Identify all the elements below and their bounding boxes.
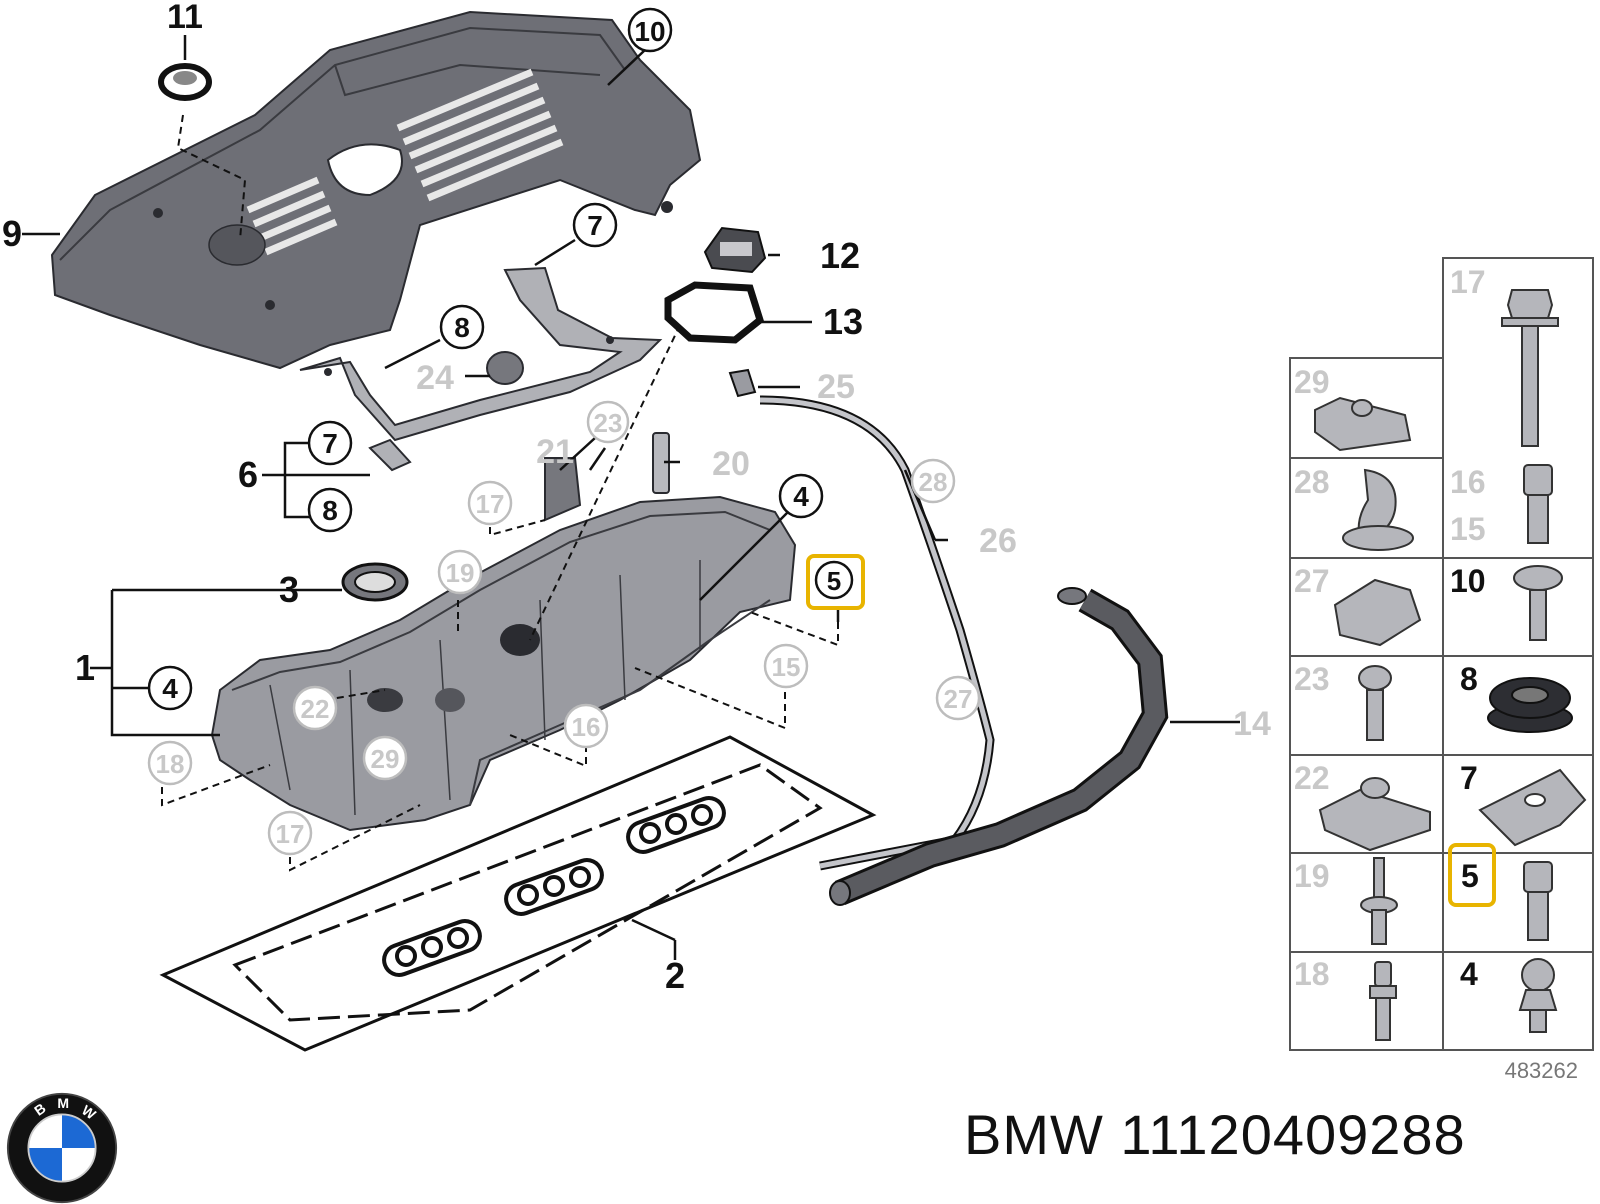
callout-5: 5 (827, 566, 841, 596)
callout-18: 18 (156, 749, 185, 779)
callout-1: 1 (75, 647, 95, 688)
ball-stud-4 (1518, 958, 1558, 1033)
callout-17-upper: 17 (476, 489, 505, 519)
callout-6: 6 (238, 454, 258, 495)
grid-label-7: 7 (1460, 760, 1478, 796)
cap-seal-part-13 (664, 281, 765, 344)
callout-16: 16 (572, 712, 601, 742)
callout-12: 12 (820, 235, 860, 276)
grid-label-5: 5 (1461, 858, 1479, 894)
highlight-grid-5 (1448, 843, 1496, 907)
callout-14: 14 (1233, 705, 1271, 743)
grid-label-23: 23 (1294, 661, 1330, 697)
mounting-bracket (299, 266, 663, 472)
bracket-clip-7 (1478, 768, 1587, 847)
grid-label-8: 8 (1460, 661, 1478, 697)
grid-label-15: 15 (1450, 511, 1486, 547)
leader-lines (22, 35, 1240, 960)
engine-cover (50, 10, 702, 370)
callout-4-left: 4 (162, 673, 178, 704)
stud-5 (1523, 861, 1553, 941)
callout-28: 28 (919, 467, 948, 497)
callout-2: 2 (665, 955, 685, 996)
callout-9: 9 (2, 213, 22, 254)
callout-3: 3 (279, 569, 299, 610)
clip-nut-22 (1318, 777, 1431, 852)
grid-label-4: 4 (1460, 956, 1478, 992)
grid-label-27: 27 (1294, 563, 1330, 599)
clip-27 (1333, 578, 1422, 647)
oil-filler-cap-part-12 (703, 226, 767, 274)
caption-part-number: 11120409288 (1120, 1103, 1466, 1166)
grid-label-22: 22 (1294, 760, 1330, 796)
grid-label-16: 16 (1450, 464, 1486, 500)
grid-label-18: 18 (1294, 956, 1330, 992)
callout-24: 24 (416, 359, 454, 397)
logo-letter-m: M (57, 1095, 69, 1111)
clip-nut-29 (1314, 396, 1412, 452)
callout-26: 26 (979, 522, 1017, 560)
stud-19 (1360, 857, 1398, 945)
stud-18 (1369, 961, 1397, 1041)
screw-10 (1513, 565, 1563, 641)
breather-pipe-part-14 (829, 587, 1169, 906)
callout-17-lower: 17 (276, 819, 305, 849)
valve-cover (210, 432, 797, 832)
diagram-id: 483262 (1505, 1058, 1578, 1083)
vent-hose-part-26 (728, 368, 995, 871)
callout-7-top: 7 (587, 210, 603, 241)
callout-29: 29 (371, 744, 400, 774)
callout-22: 22 (301, 694, 330, 724)
grid-label-10: 10 (1450, 563, 1486, 599)
highlight-callout-5 (806, 554, 865, 610)
part-caption: BMW 11120409288 (964, 1102, 1466, 1167)
callouts: 11 10 9 7 12 13 8 24 25 23 21 20 7 6 8 1… (2, 0, 1271, 996)
valve-cover-gasket-part-2 (159, 735, 877, 1052)
caption-brand: BMW (964, 1103, 1104, 1166)
plug-part-24 (486, 351, 524, 385)
grommet-8 (1487, 677, 1573, 733)
bolt-17 (1501, 289, 1559, 447)
callout-7-left: 7 (322, 428, 338, 459)
bmw-logo: B M W (6, 1092, 118, 1204)
callout-20: 20 (712, 445, 750, 483)
callout-8-left: 8 (322, 495, 338, 526)
callout-4-right: 4 (793, 481, 809, 512)
bracket-part-21 (544, 457, 582, 522)
grommet-part-11 (158, 63, 212, 101)
grid-label-19: 19 (1294, 858, 1330, 894)
callout-11: 11 (167, 0, 203, 36)
callout-21: 21 (536, 433, 574, 471)
callout-27: 27 (944, 684, 973, 714)
callout-23: 23 (594, 408, 623, 438)
screw-23 (1358, 665, 1392, 741)
stud-16 (1523, 464, 1553, 544)
callout-25: 25 (817, 368, 855, 406)
callout-8-top: 8 (454, 312, 470, 343)
hose-clip-28 (1342, 468, 1414, 551)
grid-label-28: 28 (1294, 464, 1330, 500)
callout-10: 10 (634, 16, 665, 47)
callout-19: 19 (446, 558, 475, 588)
grid-label-17: 17 (1450, 264, 1486, 300)
seal-ring-part-3 (341, 562, 409, 602)
grid-label-29: 29 (1294, 364, 1330, 400)
callout-15: 15 (772, 652, 801, 682)
fastener-grid: 17 29 28 16 15 27 10 23 8 22 7 19 5 18 4 (1289, 257, 1594, 1051)
callout-13: 13 (823, 301, 863, 342)
